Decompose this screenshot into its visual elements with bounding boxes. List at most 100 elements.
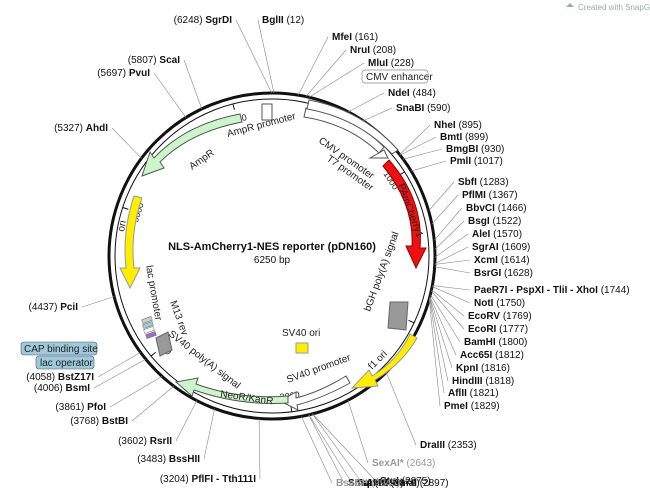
site-position: (2899) [375, 478, 404, 489]
site-name: DraIII [420, 440, 445, 451]
restriction-site-xcmi[interactable]: XcmI (1614) [474, 255, 530, 266]
restriction-site-bglii[interactable]: BglII (12) [262, 15, 304, 26]
restriction-site-ndei[interactable]: NdeI (484) [388, 88, 436, 99]
restriction-site-aflii[interactable]: AflII (1821) [448, 388, 499, 399]
restriction-site-connector [348, 92, 385, 113]
restriction-site-paer7i[interactable]: PaeR7I - PspXI - TliI - XhoI (1744) [474, 285, 630, 296]
ampr-promoter-arrow[interactable] [261, 103, 273, 121]
m13-rev-marker[interactable] [141, 316, 153, 324]
cmv-promoter-arrow[interactable] [306, 99, 399, 155]
site-name: BssHII [169, 454, 200, 465]
restriction-site-ecori[interactable]: EcoRI (1777) [468, 324, 528, 335]
site-name: TspMI - XmaI [356, 478, 417, 489]
site-position: (5807) [128, 55, 157, 66]
bgh-polya-box[interactable] [387, 301, 409, 331]
restriction-site-bsgi[interactable]: BsgI (1522) [468, 216, 521, 227]
restriction-site-bstbi[interactable]: (3768) BstBI [70, 416, 128, 427]
restriction-site-sgrdi[interactable]: (6248) SgrDI [174, 15, 233, 26]
sv40-ori-box[interactable] [295, 342, 309, 354]
restriction-site-connector [429, 296, 457, 356]
lac-promoter-marker[interactable] [143, 326, 155, 334]
restriction-site-rsrii[interactable]: (3602) RsrII [118, 436, 172, 447]
site-position: (3204) [160, 474, 189, 485]
restriction-site-nrui[interactable]: NruI (208) [350, 45, 396, 56]
site-position: (1367) [489, 190, 518, 201]
restriction-site-nhei[interactable]: NheI (895) [434, 120, 482, 131]
restriction-site-pmli[interactable]: PmlI (1017) [450, 156, 503, 167]
pamcherry1-arrow[interactable] [382, 159, 427, 270]
restriction-site-bstz17i[interactable]: (4058) BstZ17I [26, 372, 94, 383]
site-name: SnaBI [396, 103, 425, 114]
restriction-site-connector [109, 376, 163, 408]
site-name: BmgBI [446, 144, 478, 155]
restriction-site-pfifi[interactable]: (3204) PflFI - Tth111I [160, 474, 256, 485]
plasmid-backbone-inner [114, 98, 430, 414]
lac-operator-box[interactable] [35, 355, 95, 370]
site-position: (2643) [406, 458, 435, 469]
restriction-site-smai[interactable]: SmaI (2899) [348, 478, 404, 489]
restriction-site-group: (6248) SgrDI BglII (12) MfeI (161) NruI (20… [26, 15, 629, 489]
sv40-promoter-arrow[interactable] [278, 375, 351, 411]
site-name: EcoRI [468, 324, 497, 335]
lac-operator-label: lac operator [40, 358, 93, 369]
lac-operator-marker[interactable] [142, 321, 154, 329]
restriction-site-bsrgi[interactable]: BsrGI (1628) [474, 268, 533, 279]
restriction-site-ahdi[interactable]: (5327) AhdI [54, 123, 108, 134]
site-position: (1570) [493, 229, 522, 240]
restriction-site-pcii[interactable]: (4437) PciI [29, 302, 79, 313]
restriction-site-kpni[interactable]: KpnI (1816) [456, 363, 510, 374]
restriction-site-bsmi[interactable]: (4006) BsmI [34, 383, 90, 394]
sv40-polya-box[interactable] [155, 331, 173, 357]
site-position: (2875) [402, 476, 431, 487]
restriction-site-pvui[interactable]: (5697) PvuI [97, 68, 150, 79]
f1-ori-arrow[interactable] [350, 333, 418, 389]
restriction-site-noti[interactable]: NotI (1750) [474, 298, 525, 309]
restriction-site-bsabi[interactable]: BsaBI* (2945) [336, 478, 400, 489]
restriction-site-connector [434, 259, 471, 265]
restriction-site-connector [312, 413, 377, 482]
restriction-site-pmei[interactable]: PmeI (1829) [444, 401, 500, 412]
restriction-site-hindiii[interactable]: HindIII (1818) [452, 376, 514, 387]
restriction-site-scai[interactable]: (5807) ScaI [128, 55, 180, 66]
ampr-arrow[interactable] [141, 113, 243, 177]
restriction-site-snabi[interactable]: SnaBI (590) [396, 103, 450, 114]
restriction-site-tspmi[interactable]: TspMI - XmaI (2897) [356, 478, 449, 489]
restriction-site-connector [429, 297, 449, 382]
restriction-site-bsshii[interactable]: (3483) BssHII [137, 454, 200, 465]
site-name: SmaI [348, 478, 372, 489]
restriction-site-bmti[interactable]: BmtI (899) [440, 132, 488, 143]
site-position: (1812) [495, 350, 524, 361]
restriction-site-avrii[interactable]: AvrII (2876) [366, 478, 420, 489]
ori-arrow[interactable] [119, 195, 143, 290]
restriction-site-connector [81, 296, 115, 308]
site-position: (1750) [496, 298, 525, 309]
restriction-site-acc65i[interactable]: Acc65I (1812) [460, 350, 524, 361]
cap-binding-marker[interactable] [145, 331, 157, 339]
restriction-site-pfoi[interactable]: (3861) PfoI [55, 402, 106, 413]
restriction-site-sexai[interactable]: SexAI* (2643) [372, 458, 435, 469]
restriction-site-ecorv[interactable]: EcoRV (1769) [468, 311, 532, 322]
cap-binding-site-box[interactable] [20, 341, 98, 356]
site-position: (1283) [480, 177, 509, 188]
restriction-site-sgrai[interactable]: SgrAI (1609) [472, 242, 530, 253]
restriction-site-bbvci[interactable]: BbvCI (1466) [466, 203, 527, 214]
restriction-site-connector [131, 385, 175, 422]
restriction-site-mfei[interactable]: MfeI (161) [332, 32, 378, 43]
restriction-site-pflmi[interactable]: PflMI (1367) [462, 190, 518, 201]
neor-kanr-arrow[interactable] [174, 377, 289, 404]
restriction-site-bamhi[interactable]: BamHI (1800) [464, 337, 527, 348]
restriction-site-mlui[interactable]: MluI (228) [368, 58, 414, 69]
restriction-site-sbfi[interactable]: SbfI (1283) [458, 177, 509, 188]
site-position: (2876) [391, 478, 420, 489]
restriction-site-connector [347, 400, 369, 464]
restriction-site-stui[interactable]: StuI (2875) [380, 476, 431, 487]
ampr-label: AmpR [187, 148, 216, 173]
t7-promoter-arrow[interactable] [368, 149, 389, 159]
restriction-site-alei[interactable]: AleI (1570) [472, 229, 522, 240]
site-name: RsrII [150, 436, 172, 447]
restriction-site-draiii[interactable]: DraIII (2353) [420, 440, 477, 451]
restriction-site-bmgbi[interactable]: BmgBI (930) [446, 144, 504, 155]
restriction-site-connector [153, 72, 187, 118]
site-name: BstZ17I [58, 372, 94, 383]
